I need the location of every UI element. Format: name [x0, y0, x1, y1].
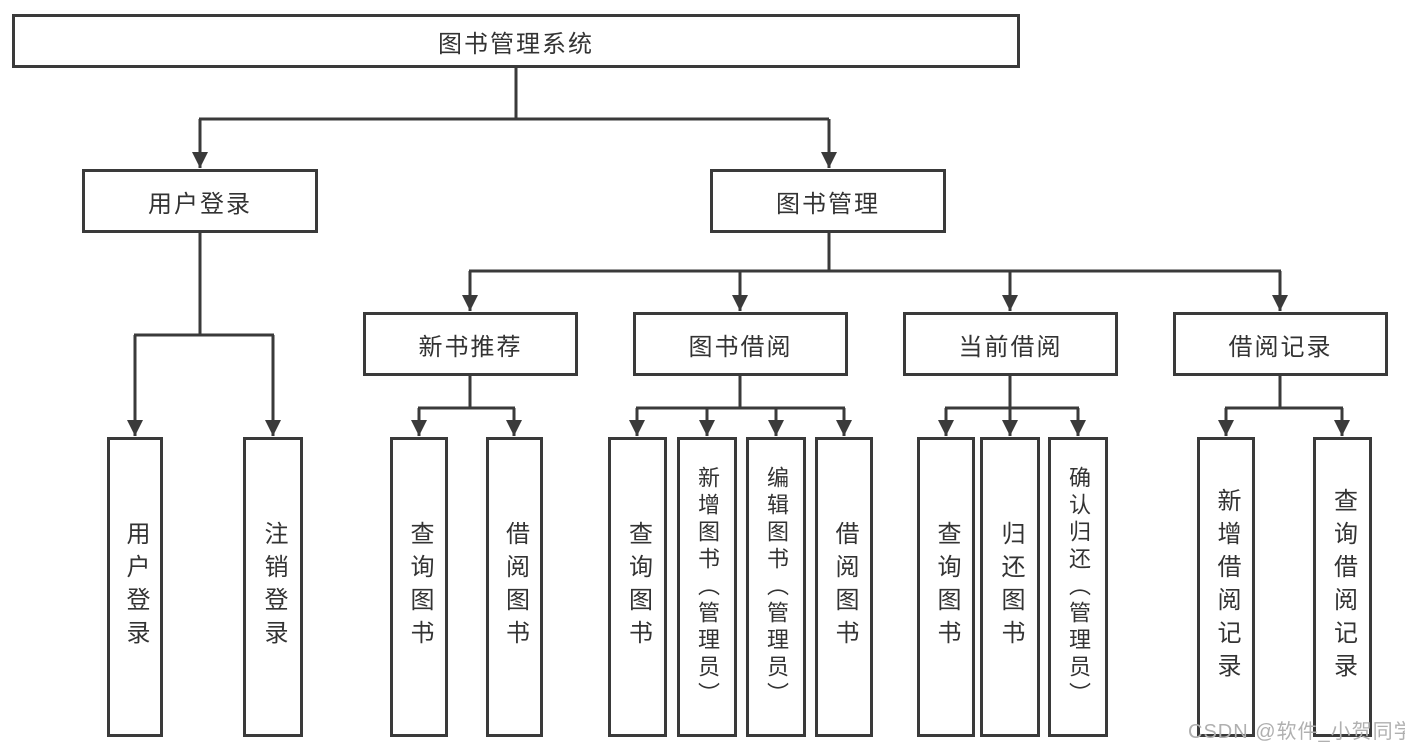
leaf-logout-label: 注销登录 [260, 521, 287, 653]
leaf-borrow-books-2: 借阅图书 [815, 437, 873, 737]
leaf-query-books-2: 查询图书 [608, 437, 667, 737]
leaf-confirm-return-admin-label: 确认归还（管理员） [1066, 465, 1091, 709]
leaf-query-borrow-record-label: 查询借阅记录 [1329, 488, 1357, 686]
node-user-login-label: 用户登录 [148, 190, 252, 218]
leaf-return-books: 归还图书 [980, 437, 1040, 737]
leaf-confirm-return-admin: 确认归还（管理员） [1048, 437, 1108, 737]
leaf-borrow-books-2-label: 借阅图书 [831, 521, 858, 653]
node-new-book-recommend-label: 新书推荐 [418, 333, 523, 361]
leaf-add-book-admin: 新增图书（管理员） [677, 437, 737, 737]
node-book-borrowing-label: 图书借阅 [688, 333, 793, 361]
node-current-borrowing-label: 当前借阅 [958, 333, 1063, 361]
leaf-query-books-2-label: 查询图书 [624, 521, 652, 653]
leaf-logout: 注销登录 [243, 437, 303, 737]
leaf-user-login-label: 用户登录 [122, 521, 149, 653]
node-current-borrowing: 当前借阅 [903, 312, 1118, 376]
node-book-borrowing: 图书借阅 [633, 312, 848, 376]
leaf-edit-book-admin: 编辑图书（管理员） [746, 437, 806, 737]
node-book-management-label: 图书管理 [776, 190, 880, 218]
leaf-add-book-admin-label: 新增图书（管理员） [695, 465, 720, 709]
leaf-query-books-1-label: 查询图书 [406, 521, 433, 653]
leaf-user-login: 用户登录 [107, 437, 163, 737]
leaf-add-borrow-record: 新增借阅记录 [1197, 437, 1255, 737]
leaf-borrow-books-1: 借阅图书 [486, 437, 543, 737]
leaf-add-borrow-record-label: 新增借阅记录 [1213, 488, 1240, 686]
node-borrowing-records-label: 借阅记录 [1228, 333, 1333, 361]
leaf-edit-book-admin-label: 编辑图书（管理员） [764, 465, 789, 709]
node-root-label: 图书管理系统 [438, 30, 594, 58]
node-root-system: 图书管理系统 [12, 14, 1020, 68]
csdn-watermark: CSDN @软件_小贺同学 [1188, 721, 1405, 743]
leaf-query-books-1: 查询图书 [390, 437, 448, 737]
leaf-return-books-label: 归还图书 [997, 521, 1024, 653]
leaf-query-books-3: 查询图书 [917, 437, 975, 737]
leaf-query-borrow-record: 查询借阅记录 [1313, 437, 1372, 737]
leaf-query-books-3-label: 查询图书 [933, 521, 960, 653]
node-user-login: 用户登录 [82, 169, 318, 233]
node-borrowing-records: 借阅记录 [1173, 312, 1388, 376]
node-new-book-recommend: 新书推荐 [363, 312, 578, 376]
node-book-management: 图书管理 [710, 169, 946, 233]
leaf-borrow-books-1-label: 借阅图书 [501, 521, 529, 653]
